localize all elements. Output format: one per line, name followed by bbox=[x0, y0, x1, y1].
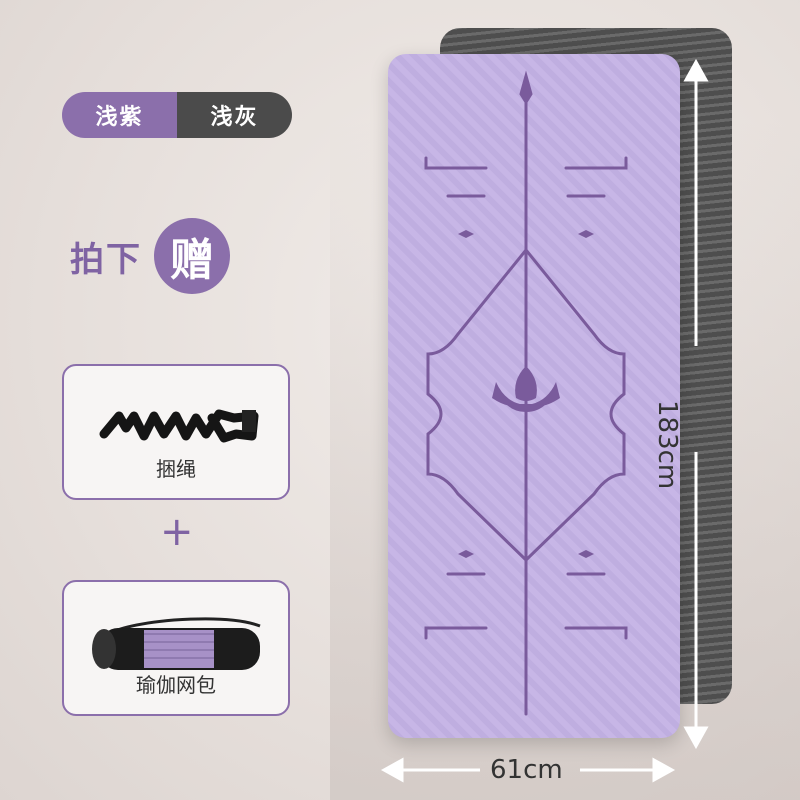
width-label: 61cm bbox=[490, 755, 563, 785]
strap-icon bbox=[99, 409, 259, 443]
gift-item-strap: 捆绳 bbox=[62, 364, 290, 500]
color-option-purple[interactable]: 浅紫 bbox=[62, 92, 177, 138]
gift-item-bag: 瑜伽网包 bbox=[62, 580, 290, 716]
lotus-icon bbox=[492, 366, 560, 412]
gift-item-label: 瑜伽网包 bbox=[136, 673, 216, 697]
gift-banner: 拍下 赠 bbox=[70, 218, 230, 294]
color-selector: 浅紫 浅灰 bbox=[62, 92, 292, 138]
gift-badge: 赠 bbox=[154, 218, 230, 294]
plus-sign: + bbox=[160, 509, 194, 555]
gift-item-label: 捆绳 bbox=[156, 457, 196, 481]
purple-yoga-mat bbox=[388, 54, 680, 738]
length-label: 183cm bbox=[652, 400, 682, 490]
mat-alignment-lines bbox=[424, 70, 628, 716]
mesh-bag-icon bbox=[92, 617, 261, 670]
gift-prefix: 拍下 bbox=[70, 239, 142, 280]
color-option-gray[interactable]: 浅灰 bbox=[177, 92, 292, 138]
